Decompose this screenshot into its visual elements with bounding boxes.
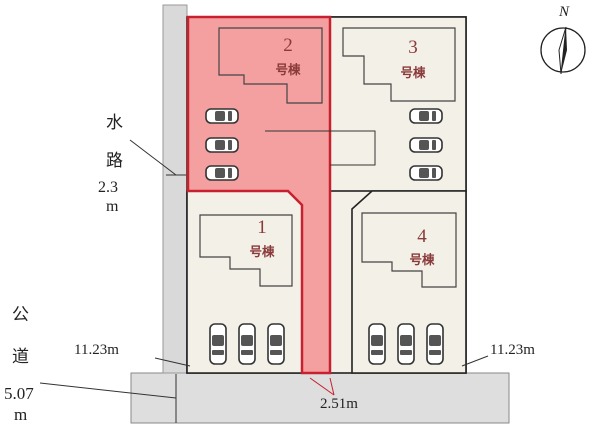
parking-car-icon	[238, 323, 256, 365]
parking-car-icon	[409, 137, 443, 153]
road-label-char-2: 道	[12, 347, 29, 367]
road-leader	[39, 382, 177, 399]
building-footprint-lot-3	[342, 27, 456, 102]
waterway-width-value: 2.3	[98, 179, 118, 196]
lot-3-area	[329, 16, 467, 192]
lot-1-number: 1	[257, 217, 267, 238]
road-label-char-1: 公	[12, 305, 29, 325]
waterway-width-unit: m	[106, 198, 119, 215]
building-footprint-lot-2	[218, 27, 323, 104]
left-frontage-dim: 11.23m	[74, 342, 119, 358]
building-footprint-lot-1	[199, 214, 293, 287]
lot-1-label: 号棟	[249, 244, 275, 259]
passage-leader-b	[329, 377, 335, 396]
north-arrow-icon	[540, 26, 586, 75]
lot-4-label: 号棟	[409, 252, 435, 267]
parking-car-icon	[397, 323, 415, 365]
road-width-unit: m	[14, 405, 28, 424]
passage-width-dim: 2.51m	[320, 396, 358, 412]
waterway-label-char-1: 水	[106, 113, 123, 133]
parking-car-icon	[205, 165, 239, 181]
passage-leader-a	[309, 377, 335, 396]
parking-car-icon	[209, 323, 227, 365]
parking-car-icon	[267, 323, 285, 365]
road-width-value: 5.07	[4, 384, 34, 403]
north-label: N	[559, 4, 570, 20]
shared-drive-outline	[265, 130, 376, 166]
parking-car-icon	[205, 137, 239, 153]
right-frontage-dim: 11.23m	[490, 342, 535, 358]
lot-2-highlight	[186, 15, 332, 375]
parking-car-icon	[409, 165, 443, 181]
lot-2-number: 2	[283, 35, 293, 56]
parking-car-icon	[426, 323, 444, 365]
parking-car-icon	[205, 108, 239, 124]
lot-3-label: 号棟	[400, 65, 426, 80]
right-frontage-leader	[461, 355, 489, 367]
left-frontage-leader	[154, 357, 191, 367]
lot-3-number: 3	[408, 37, 418, 58]
parking-car-icon	[409, 108, 443, 124]
waterway	[162, 4, 188, 374]
building-footprint-lot-4	[361, 212, 457, 288]
waterway-leader	[129, 139, 177, 176]
public-road	[130, 372, 510, 424]
lot-4-number: 4	[417, 226, 427, 247]
parking-car-icon	[368, 323, 386, 365]
lot-2-label: 号棟	[275, 62, 301, 77]
waterway-label-char-2: 路	[106, 151, 123, 171]
